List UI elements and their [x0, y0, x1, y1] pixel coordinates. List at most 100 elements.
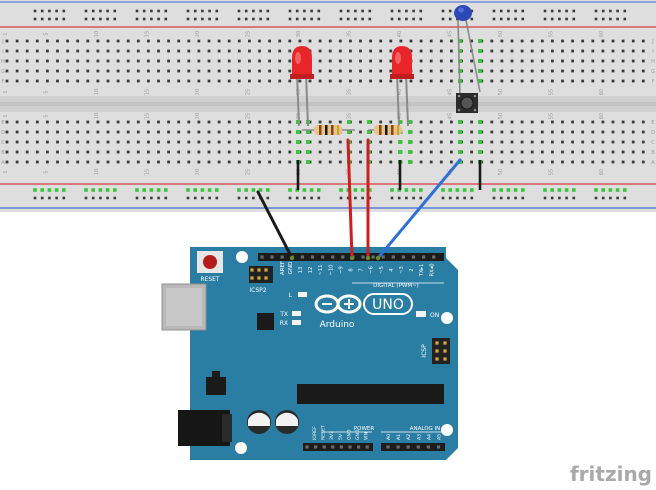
- breadboard-hole: [217, 49, 221, 53]
- breadboard-hole: [248, 150, 251, 154]
- breadboard-hole: [450, 69, 453, 73]
- rail-hole: [492, 196, 496, 200]
- breadboard-hole: [328, 49, 332, 53]
- breadboard-hole: [540, 160, 544, 164]
- breadboard-row-letter: A: [1, 160, 5, 166]
- breadboard-hole: [308, 39, 312, 43]
- breadboard-hole: [591, 69, 595, 73]
- breadboard-hole: [237, 160, 241, 164]
- rail-hole: [550, 9, 554, 13]
- breadboard-hole: [187, 59, 191, 63]
- connected-rail-hole: [411, 188, 416, 192]
- rail-hole: [48, 17, 51, 21]
- breadboard-hole: [551, 140, 554, 144]
- breadboard-hole: [56, 59, 59, 63]
- breadboard-column-number: 20: [195, 113, 201, 119]
- breadboard-hole: [96, 150, 100, 154]
- breadboard-hole: [389, 59, 393, 63]
- breadboard-hole: [328, 59, 332, 63]
- resistor-1[interactable]: [302, 125, 355, 135]
- breadboard-hole: [96, 160, 100, 164]
- breadboard-hole: [157, 49, 160, 53]
- analog-pin-label: A0: [386, 434, 392, 440]
- breadboard-hole: [359, 140, 362, 144]
- wire-red-pin8[interactable]: [346, 138, 354, 260]
- breadboard-row-letter: H: [1, 59, 5, 65]
- pushbutton-screw: [457, 94, 461, 98]
- breadboard-hole: [15, 49, 19, 53]
- breadboard-hole: [207, 79, 211, 83]
- wire-black-gnd[interactable]: [256, 190, 294, 260]
- wire-blue-pin6[interactable]: [376, 158, 462, 260]
- connected-hole: [458, 120, 462, 124]
- connected-hole: [478, 79, 482, 83]
- reset-button[interactable]: [203, 255, 217, 269]
- breadboard-column-number: 45: [447, 31, 453, 37]
- rail-hole: [215, 9, 219, 13]
- resistor-2[interactable]: [368, 125, 402, 135]
- breadboard-hole: [419, 79, 423, 83]
- header-hole: [300, 255, 304, 259]
- connected-hole: [478, 49, 482, 53]
- breadboard-row-letter: E: [651, 120, 654, 126]
- breadboard-hole: [237, 49, 241, 53]
- breadboard-column-number: 5: [43, 170, 49, 173]
- rail-hole: [186, 17, 190, 21]
- breadboard-hole: [581, 160, 585, 164]
- breadboard-hole: [540, 39, 544, 43]
- header-hole: [381, 255, 385, 259]
- breadboard-hole: [258, 120, 261, 124]
- pushbutton[interactable]: [456, 93, 478, 113]
- breadboard-hole: [389, 49, 393, 53]
- breadboard-hole: [56, 39, 59, 43]
- breadboard-hole: [530, 130, 534, 134]
- breadboard-hole: [520, 150, 524, 154]
- breadboard-hole: [248, 130, 251, 134]
- connected-hole: [398, 150, 402, 154]
- rail-hole: [609, 17, 612, 21]
- connected-rail-hole: [339, 188, 343, 192]
- rail-hole: [288, 17, 292, 21]
- breadboard-hole: [500, 69, 504, 73]
- breadboard-hole: [359, 150, 362, 154]
- breadboard-hole: [136, 130, 140, 134]
- rail-hole: [543, 196, 547, 200]
- breadboard-hole: [5, 150, 9, 154]
- icsp2-label: ICSP2: [249, 287, 266, 294]
- breadboard-hole: [561, 49, 564, 53]
- breadboard-hole: [278, 69, 282, 73]
- icsp-pin: [443, 341, 447, 345]
- breadboard-hole: [601, 79, 605, 83]
- breadboard-hole: [136, 150, 140, 154]
- header-hole: [270, 255, 274, 259]
- breadboard-hole: [641, 150, 645, 154]
- rail-hole: [441, 9, 445, 13]
- connected-rail-hole: [513, 188, 518, 192]
- breadboard-hole: [46, 160, 49, 164]
- breadboard-hole: [540, 79, 544, 83]
- breadboard-hole: [258, 59, 261, 63]
- breadboard-hole: [106, 140, 110, 144]
- rail-hole: [208, 17, 211, 21]
- rail-hole: [397, 17, 401, 21]
- rail-hole: [616, 17, 619, 21]
- breadboard-hole: [419, 120, 423, 124]
- breadboard-hole: [227, 150, 231, 154]
- breadboard-hole: [318, 79, 322, 83]
- connected-rail-hole: [142, 188, 146, 192]
- breadboard-hole: [227, 59, 231, 63]
- led-2[interactable]: [390, 46, 414, 127]
- connected-rail-hole: [62, 188, 66, 192]
- breadboard-hole: [359, 39, 362, 43]
- breadboard-hole: [217, 39, 221, 43]
- connected-hole: [458, 150, 462, 154]
- led-2-leg-a: [396, 73, 400, 127]
- led-2-highlight: [395, 52, 401, 64]
- breadboard-hole: [450, 49, 453, 53]
- connected-hole: [458, 140, 462, 144]
- ceramic-capacitor[interactable]: [454, 5, 481, 97]
- breadboard-hole: [136, 160, 140, 164]
- analog-pin-label: A2: [406, 434, 412, 440]
- led-1[interactable]: [290, 46, 314, 127]
- breadboard-hole: [46, 150, 49, 154]
